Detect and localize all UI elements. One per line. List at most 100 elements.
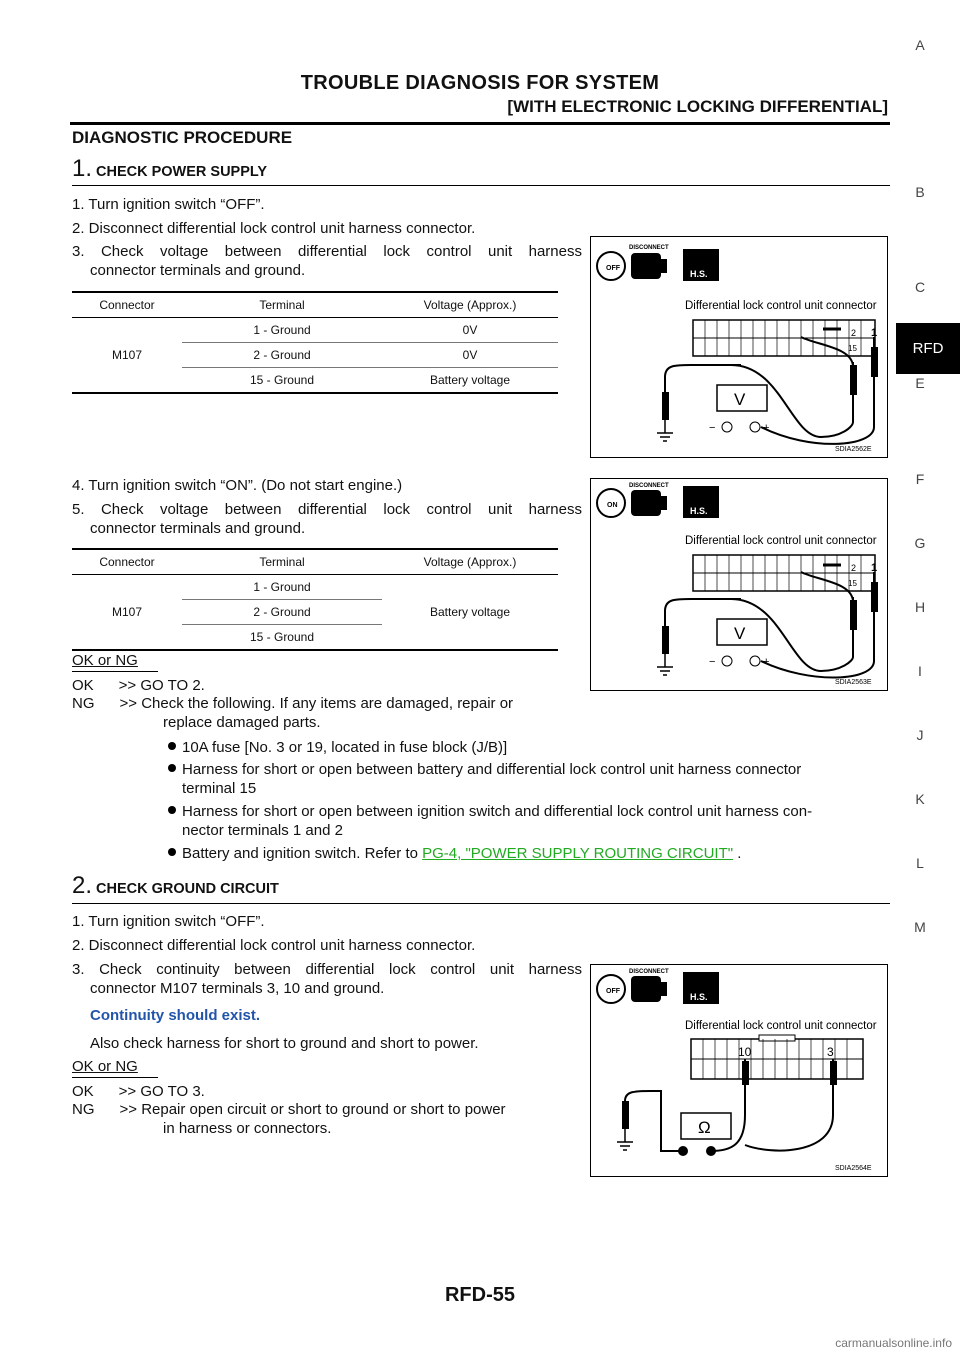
instruction: 5. Check voltage between differential lo… [72,501,582,518]
ng-result-cont: replace damaged parts. [163,714,321,731]
side-index-b[interactable]: B [915,184,925,200]
instruction: connector terminals and ground. [90,520,306,537]
ok-ng-label: OK or NG [72,1058,138,1075]
check-item: Harness for short or open between batter… [168,760,801,780]
check-item-text: Battery and ignition switch. Refer to [182,845,423,862]
side-index-m[interactable]: M [914,919,926,935]
ng-result-cont: in harness or connectors. [163,1120,332,1137]
svg-text:−: − [709,656,715,668]
pin-label-15: 15 [848,579,857,588]
instruction: 3. Check voltage between differential lo… [72,243,582,260]
ignition-key-icon: OFF [596,974,626,1004]
step-1-rule [72,185,890,186]
svg-text:ON: ON [607,502,618,509]
connector-caption: Differential lock control unit connector [685,1020,877,1032]
side-index-g[interactable]: G [914,535,926,551]
svg-text:OFF: OFF [606,265,621,272]
ground-icon [617,1129,633,1151]
check-item-cont: terminal 15 [182,780,257,797]
link-suffix: . [733,845,742,862]
svg-text:H.S.: H.S. [690,506,708,516]
svg-text:V: V [734,624,746,643]
table-header: Terminal [259,298,305,312]
step-1-heading: 1.CHECK POWER SUPPLY [72,155,267,183]
step-number: 1. [72,155,93,182]
terminal-cell: 15 - Ground [249,630,315,644]
svg-text:DISCONNECT: DISCONNECT [629,969,669,975]
table-header: Connector [99,555,155,569]
terminal-cell: 15 - Ground [249,373,315,387]
side-index-rfd-active[interactable]: RFD [896,323,960,374]
pin-label-2: 2 [851,328,856,338]
voltage-cell: 0V [462,348,478,362]
voltage-table-on: Connector Terminal Voltage (Approx.) M10… [72,548,558,651]
side-index-l[interactable]: L [916,855,924,871]
instruction: 1. Turn ignition switch “OFF”. [72,913,265,930]
terminal-cell: 2 - Ground [253,348,311,362]
section-heading: DIAGNOSTIC PROCEDURE [72,128,293,147]
check-item-cont: nector terminals 1 and 2 [182,822,343,839]
voltmeter-icon: V − + [709,618,769,668]
instruction: 3. Check continuity between differential… [72,961,582,978]
test-probe-icon [850,337,878,427]
ground-icon [657,654,673,676]
ok-result: OK >> GO TO 2. [72,677,205,694]
ignition-key-icon: ON [596,488,626,518]
step-2-heading: 2.CHECK GROUND CIRCUIT [72,872,279,900]
svg-text:V: V [734,390,746,409]
step-number: 2. [72,872,93,899]
connector-cell: M107 [111,605,143,619]
figure-diagram: OFF DISCONNECT H.S. Differential lock co… [596,245,878,453]
side-index-c[interactable]: C [914,279,926,295]
ok-ng-label: OK or NG [72,652,138,669]
figure-diagram: ON DISCONNECT H.S. Differential lock con… [596,483,878,686]
voltage-cell: Battery voltage [429,605,511,619]
svg-text:DISCONNECT: DISCONNECT [629,245,669,251]
ground-icon [657,420,673,442]
svg-text:+: + [763,422,769,434]
ng-result: NG >> Repair open circuit or short to gr… [72,1101,506,1118]
check-item-text: Harness for short or open between batter… [182,761,802,778]
side-index-k[interactable]: K [915,791,925,807]
instruction: Also check harness for short to ground a… [90,1035,479,1052]
instruction: 1. Turn ignition switch “OFF”. [72,196,265,213]
instruction: connector terminals and ground. [90,262,306,279]
harness-side-icon: H.S. [683,972,719,1004]
side-index-e[interactable]: E [915,375,925,391]
specification: Continuity should exist. [90,1007,261,1024]
pin-label-1: 1 [871,562,877,574]
harness-side-icon: H.S. [683,486,719,518]
table-header: Connector [99,298,155,312]
svg-text:OFF: OFF [606,988,621,995]
side-index-f[interactable]: F [915,471,925,487]
bullet-icon [168,806,176,815]
bullet-icon [168,764,176,773]
page-number: RFD-55 [444,1284,515,1306]
pin-label-2: 2 [851,563,856,573]
power-supply-routing-link[interactable]: PG-4, "POWER SUPPLY ROUTING CIRCUIT" [422,845,734,862]
side-index-h[interactable]: H [914,599,926,615]
figure-voltage-check-on: ON DISCONNECT H.S. Differential lock con… [590,478,888,691]
svg-text:Ω: Ω [698,1118,711,1137]
instruction: connector M107 terminals 3, 10 and groun… [90,980,385,997]
table-header: Voltage (Approx.) [423,298,517,312]
disconnect-connector-icon: DISCONNECT [629,483,669,516]
ng-result: NG >> Check the following. If any items … [72,695,514,712]
ignition-key-icon: OFF [596,251,626,281]
figure-diagram: OFF DISCONNECT H.S. Differential lock co… [596,969,877,1172]
side-index-a[interactable]: A [915,37,925,53]
side-index-i[interactable]: I [918,663,922,679]
page-subtitle: [WITH ELECTRONIC LOCKING DIFFERENTIAL] [507,97,888,116]
test-probe-icon [850,572,878,661]
connector-face-icon [690,1034,864,1080]
connector-caption: Differential lock control unit connector [685,300,877,312]
table-header: Terminal [259,555,305,569]
terminal-cell: 1 - Ground [253,580,311,594]
step-2-rule [72,903,890,904]
terminal-cell: 2 - Ground [253,605,311,619]
figure-voltage-check-off: OFF DISCONNECT H.S. Differential lock co… [590,236,888,458]
side-index-j[interactable]: J [916,727,924,743]
svg-text:+: + [763,656,769,668]
bullet-icon [168,742,176,751]
ok-ng-rule [72,671,158,672]
